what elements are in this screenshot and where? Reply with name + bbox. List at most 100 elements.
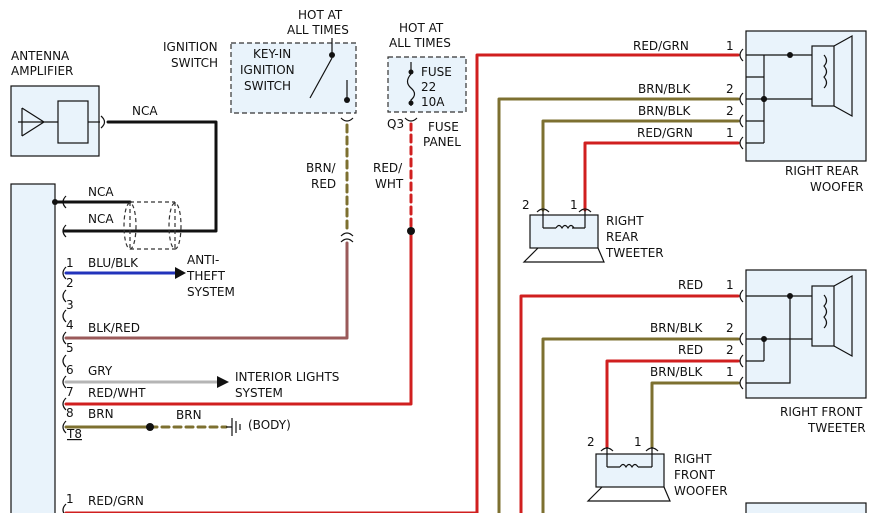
radio-pin-9: 1 [66, 492, 74, 506]
radio-pin-3: 3 [66, 298, 74, 312]
t8-label: T8 [66, 427, 82, 441]
wire-nca-antenna [62, 120, 218, 233]
ignition-switch-label-2: SWITCH [171, 56, 218, 70]
antenna-amplifier-box [10, 85, 100, 157]
right-front-woofer-icon [586, 447, 671, 502]
radio-pin-connector [62, 420, 67, 434]
front-tweeter-pin-1: 1 [726, 278, 734, 292]
nca-antenna-label: NCA [132, 104, 158, 118]
ignition-switch-label-1: IGNITION [163, 40, 218, 54]
interior-lights-label-2: SYSTEM [235, 386, 283, 400]
brn-red-inline-connector [340, 232, 354, 243]
brn-red-label-1: BRN/ [306, 161, 337, 175]
radio-pin-connector [62, 195, 67, 209]
front-tweeter-connectors [739, 289, 744, 390]
ground-wire-label: BRN [176, 408, 202, 422]
antenna-amp-label-1: ANTENNA [11, 49, 70, 63]
radio-pin-4: 4 [66, 318, 74, 332]
arrow-interior-lights [217, 376, 229, 388]
hot-at-all-times-1-line2: ALL TIMES [287, 23, 349, 37]
wire-red-grn-rear-2 [583, 141, 740, 212]
radio-splice-dot [52, 199, 58, 205]
rear-woofer-pin-1: 1 [726, 39, 734, 53]
antenna-connector [100, 115, 106, 129]
red-wht-label-2: WHT [375, 177, 404, 191]
front-tweeter-pin-3: 2 [726, 343, 734, 357]
radio-pin-6: 6 [66, 363, 74, 377]
radio-pin-connector [62, 375, 67, 389]
wire-red-front [519, 294, 740, 513]
fuse-label-2: 22 [421, 80, 436, 94]
brn-red-label-2: RED [311, 177, 336, 191]
key-in-label-2: IGNITION [240, 63, 295, 77]
rear-woofer-wire-4: RED/GRN [637, 126, 693, 140]
antenna-amp-label-2: AMPLIFIER [11, 64, 73, 78]
front-tweeter-speaker-icon [746, 274, 853, 384]
body-ground-label: (BODY) [248, 418, 291, 432]
wire-blk-red [64, 241, 349, 340]
front-tweeter-wire-4: BRN/BLK [650, 365, 704, 379]
partial-box-bottom [745, 502, 867, 513]
wire-brn-blk-rear-2 [541, 119, 740, 212]
right-front-tweeter-box [745, 269, 867, 399]
wire-brn-blk-front [541, 337, 740, 513]
right-rear-tweeter-label-2: REAR [606, 230, 638, 244]
splice-brn [146, 423, 154, 431]
front-tweeter-wire-2: BRN/BLK [650, 321, 704, 335]
shield-end-right [168, 202, 182, 250]
splice-red-wht [407, 227, 415, 235]
rear-woofer-wire-3: BRN/BLK [638, 104, 692, 118]
front-woofer-pin-1: 1 [634, 435, 642, 449]
anti-theft-label-2: THEFT [186, 269, 226, 283]
right-front-tweeter-label-2: TWEETER [807, 421, 866, 435]
right-front-woofer-label-3: WOOFER [674, 484, 728, 498]
fuse-panel-label-1: FUSE [428, 120, 459, 134]
front-tweeter-wire-3: RED [678, 343, 703, 357]
fuse-panel-label-2: PANEL [423, 135, 461, 149]
radio-pin-connector [62, 309, 67, 323]
right-rear-woofer-label-2: WOOFER [810, 180, 864, 194]
radio-wire-9: RED/GRN [88, 494, 144, 508]
switch-connector [340, 117, 354, 122]
radio-pin-8: 8 [66, 406, 74, 420]
radio-wire-6: GRY [88, 364, 113, 378]
right-rear-tweeter-icon [522, 208, 605, 263]
radio-unit [10, 183, 56, 513]
nca-label-2: NCA [88, 212, 114, 226]
rear-woofer-pin-3: 2 [726, 104, 734, 118]
rear-woofer-pin-4: 1 [726, 126, 734, 140]
radio-pin-connector [62, 224, 67, 238]
radio-pin-connector [62, 354, 67, 368]
splice-rear-woofer [761, 96, 767, 102]
fuse-panel-box [387, 56, 467, 113]
arrow-anti-theft [175, 267, 186, 279]
rear-woofer-wire-1: RED/GRN [633, 39, 689, 53]
rear-tweeter-pin-2: 2 [522, 198, 530, 212]
right-front-woofer-label-1: RIGHT [674, 452, 712, 466]
anti-theft-label-3: SYSTEM [187, 285, 235, 299]
fuse-label-3: 10A [421, 95, 445, 109]
key-in-switch-box [230, 42, 357, 114]
wire-red-wht [64, 230, 413, 406]
nca-label-1: NCA [88, 185, 114, 199]
fuse-label-1: FUSE [421, 65, 452, 79]
front-tweeter-wire-1: RED [678, 278, 703, 292]
fuse-icon [406, 62, 416, 106]
right-rear-tweeter-label-3: TWEETER [605, 246, 664, 260]
right-rear-woofer-box [745, 30, 867, 162]
radio-pin-5: 5 [66, 341, 74, 355]
rear-woofer-connectors [739, 48, 744, 150]
radio-wire-8: BRN [88, 407, 114, 421]
interior-lights-label-1: INTERIOR LIGHTS [235, 370, 339, 384]
rear-woofer-pin-2: 2 [726, 82, 734, 96]
rear-woofer-wire-2: BRN/BLK [638, 82, 692, 96]
wire-red-grn-main [64, 53, 740, 513]
right-front-tweeter-label-1: RIGHT FRONT [780, 405, 863, 419]
wire-brn-blk-rear-1 [497, 97, 740, 513]
shield-dashed [129, 201, 176, 250]
radio-wire-4: BLK/RED [88, 321, 140, 335]
hot-at-all-times-2-line2: ALL TIMES [389, 36, 451, 50]
front-woofer-pin-2: 2 [587, 435, 595, 449]
anti-theft-label-1: ANTI- [187, 253, 219, 267]
